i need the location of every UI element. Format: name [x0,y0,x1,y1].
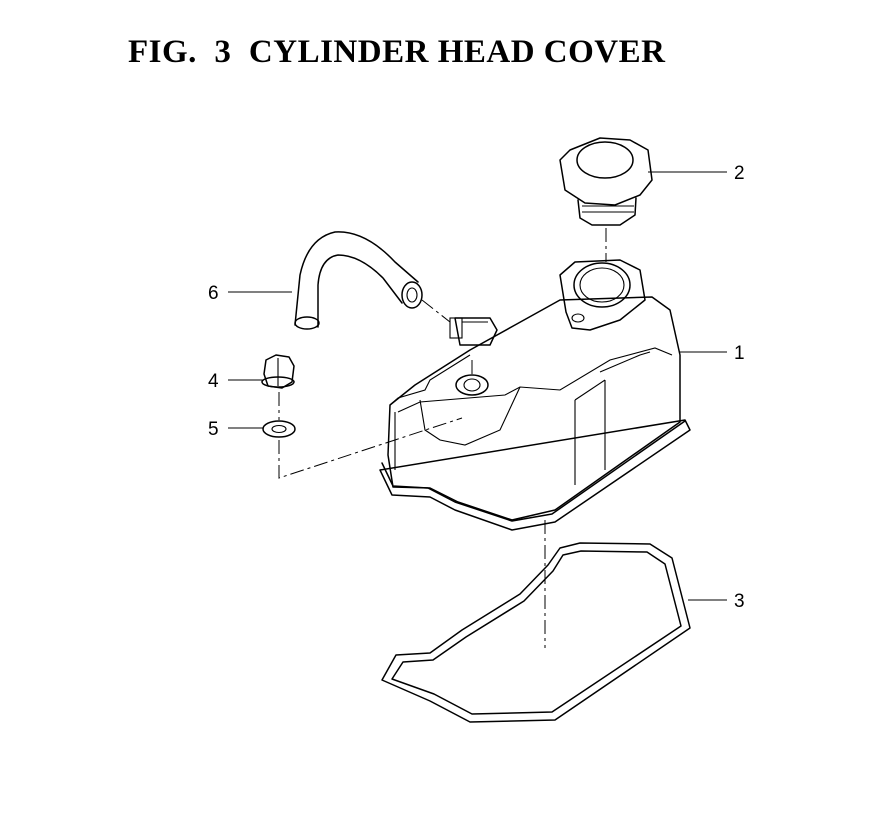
callout-2: 2 [734,163,745,184]
callout-4: 4 [208,371,219,392]
callout-6: 6 [208,283,219,304]
callout-5: 5 [208,419,219,440]
oil-filler-cap [559,137,653,226]
assembly-lines [278,228,607,648]
cover-gasket [381,542,691,723]
flange-nut [261,354,295,389]
callout-leaders [228,171,727,601]
figure-title: FIG. 3 CYLINDER HEAD COVER [128,34,666,70]
breather-hose [294,231,423,330]
callout-1: 1 [734,343,745,364]
callout-3: 3 [734,591,745,612]
cylinder-head-cover [379,259,691,531]
washer [262,420,296,438]
